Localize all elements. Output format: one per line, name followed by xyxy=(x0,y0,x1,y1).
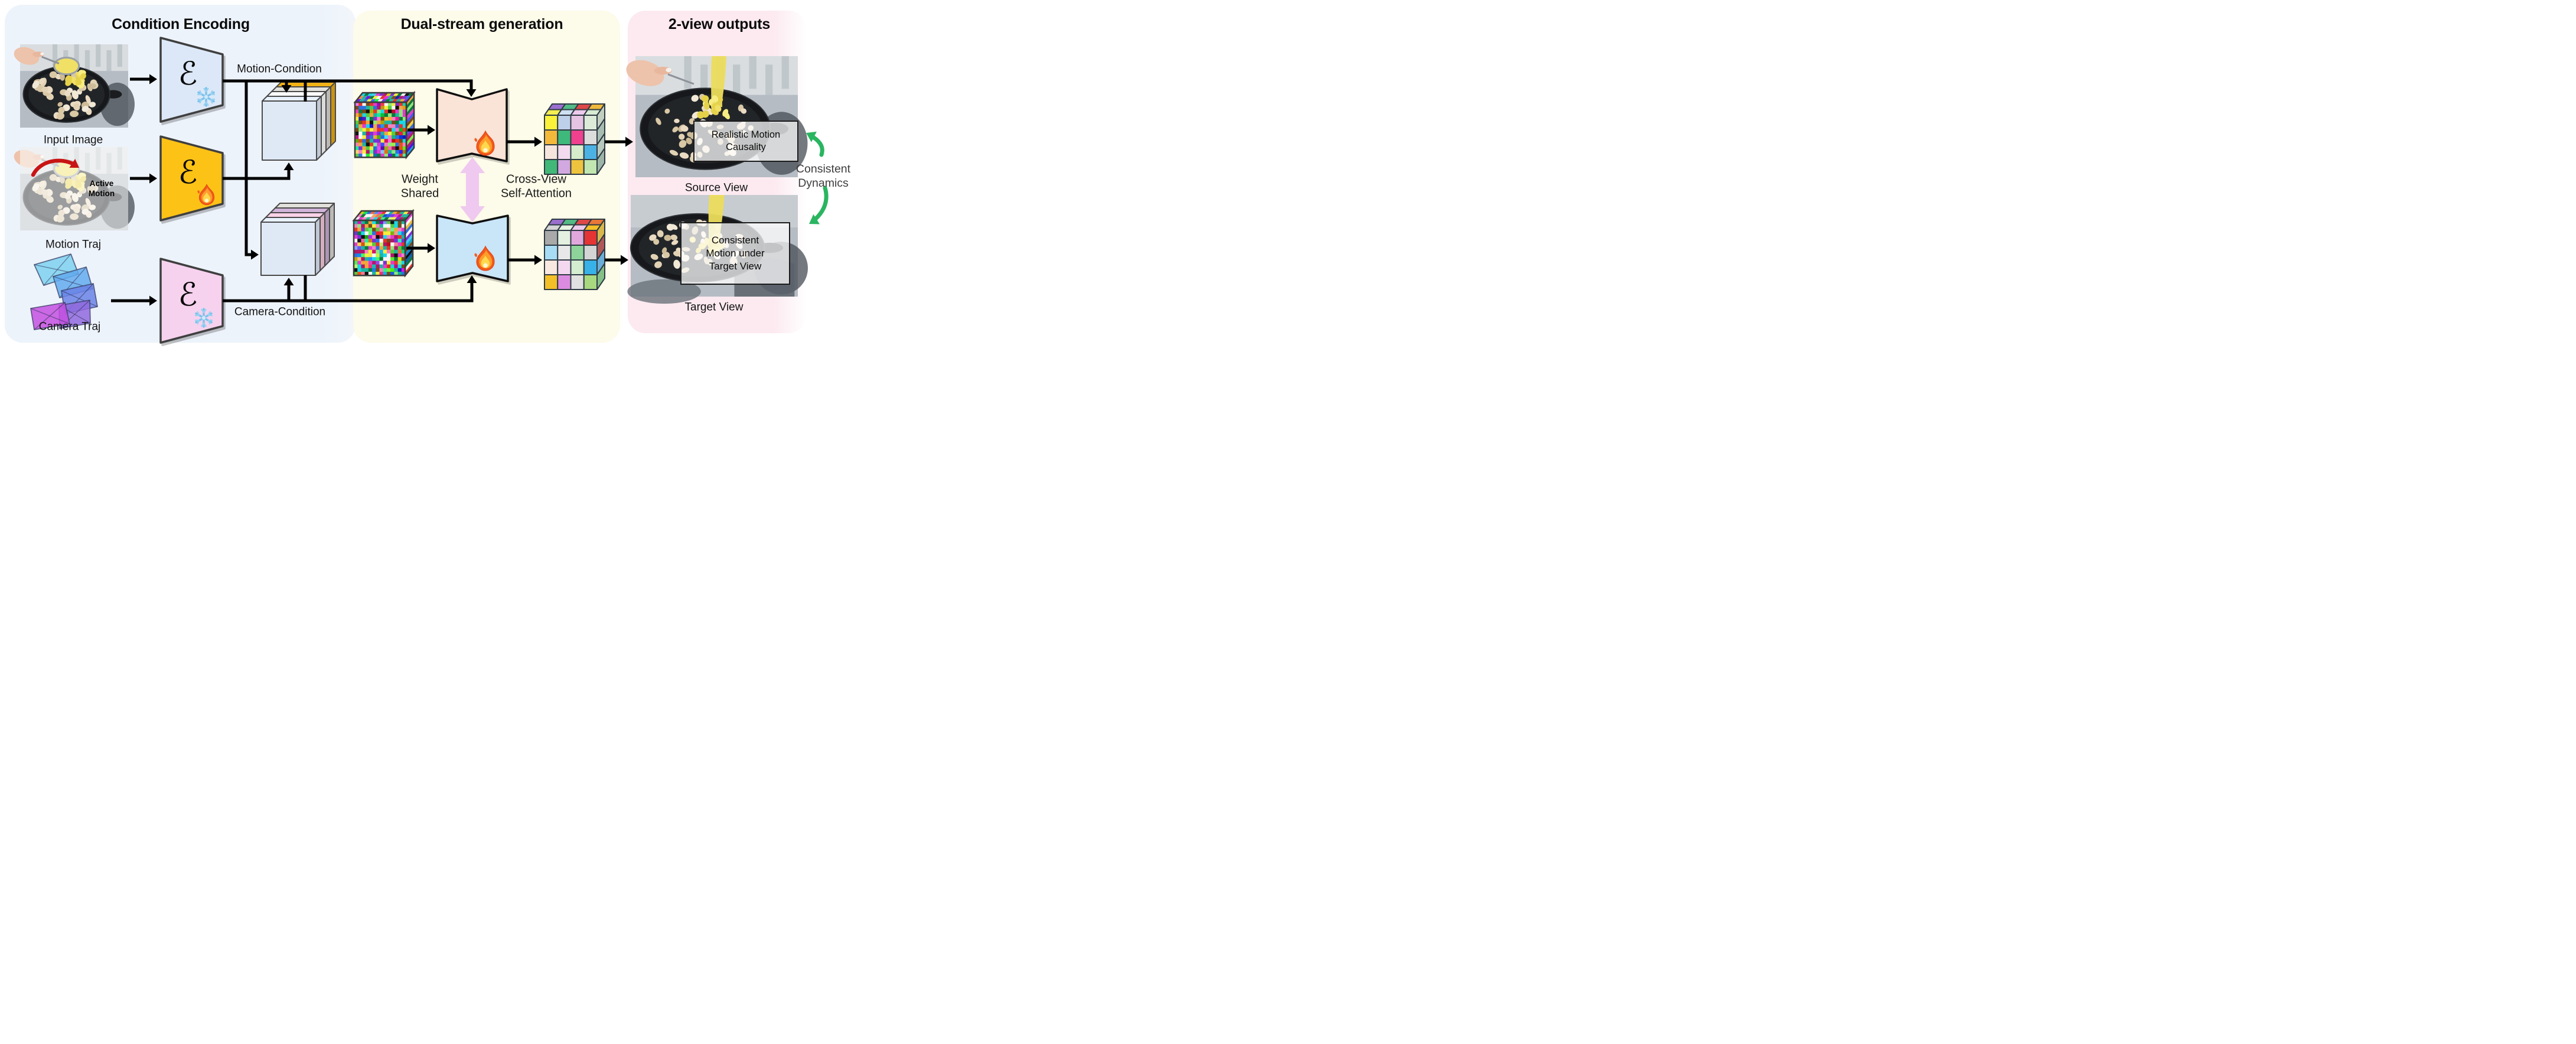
motion-traj-label: Motion Traj xyxy=(45,238,101,251)
active-motion-line1: Active xyxy=(89,179,114,188)
generated-latent-cube-source xyxy=(544,103,605,175)
camera-condition-label: Camera-Condition xyxy=(234,305,326,318)
motion-condition-label: Motion-Condition xyxy=(237,63,322,76)
fire-icon xyxy=(474,130,495,156)
encoder-symbol: ℰ xyxy=(178,55,198,92)
fire-icon xyxy=(474,245,495,271)
weight-shared-arrow xyxy=(460,157,485,222)
motion-traj-thumbnail xyxy=(14,147,135,230)
source-view-label: Source View xyxy=(684,181,748,194)
encoder-image: ℰ xyxy=(159,37,224,123)
encoder-camera: ℰ xyxy=(159,258,224,344)
unet-target-stream xyxy=(436,214,509,282)
cross-view-attention-label: Cross-View Self-Attention xyxy=(501,173,572,201)
motion-latent-stack xyxy=(262,82,336,161)
cross-view-line1: Cross-View xyxy=(506,173,566,186)
noise-latent-source xyxy=(353,90,416,160)
encoder-symbol: ℰ xyxy=(178,276,198,313)
realistic-motion-overlay: Realistic Motion Causality xyxy=(693,121,798,162)
target-overlay-line1: Consistent xyxy=(711,235,759,246)
consistent-dynamics-arrows xyxy=(806,131,829,225)
cross-view-line2: Self-Attention xyxy=(500,187,572,200)
section-title-dual-stream: Dual-stream generation xyxy=(400,15,563,32)
snowflake-icon xyxy=(194,308,213,328)
active-motion-line2: Motion xyxy=(88,189,115,198)
consistent-dynamics-line2: Dynamics xyxy=(798,177,849,190)
source-overlay-line1: Realistic Motion xyxy=(711,129,781,140)
consistent-motion-overlay: Consistent Motion under Target View xyxy=(680,222,790,285)
weight-shared-label: Weight Shared xyxy=(401,173,439,201)
input-image-thumbnail xyxy=(14,44,135,128)
camera-traj-label: Camera Traj xyxy=(38,320,101,333)
source-overlay-line2: Causality xyxy=(726,142,766,152)
unet-source-stream xyxy=(436,88,508,162)
fire-icon xyxy=(197,184,215,206)
camera-trajectory-figure xyxy=(30,253,98,330)
generated-latent-cube-target xyxy=(544,219,605,290)
snowflake-icon xyxy=(197,87,216,107)
encoder-symbol: ℰ xyxy=(178,154,198,191)
target-overlay-line3: Target View xyxy=(709,260,762,272)
target-overlay-line2: Motion under xyxy=(706,248,765,259)
encoder-motion: ℰ xyxy=(159,135,224,222)
input-image-label: Input Image xyxy=(43,134,103,147)
noise-latent-target xyxy=(352,209,415,278)
active-motion-annotation: Active Motion xyxy=(89,179,115,199)
weight-shared-line2: Shared xyxy=(400,187,439,200)
target-view-label: Target View xyxy=(684,301,744,314)
camera-latent-stack xyxy=(260,203,335,276)
section-title-condition-encoding: Condition Encoding xyxy=(112,15,250,32)
weight-shared-line1: Weight xyxy=(402,173,438,186)
section-title-two-view-outputs: 2-view outputs xyxy=(668,15,771,32)
consistent-dynamics-label: Consistent Dynamics xyxy=(796,162,850,191)
consistent-dynamics-line1: Consistent xyxy=(795,162,851,176)
flow-arrows xyxy=(111,74,633,306)
active-motion-arrow xyxy=(31,158,79,177)
